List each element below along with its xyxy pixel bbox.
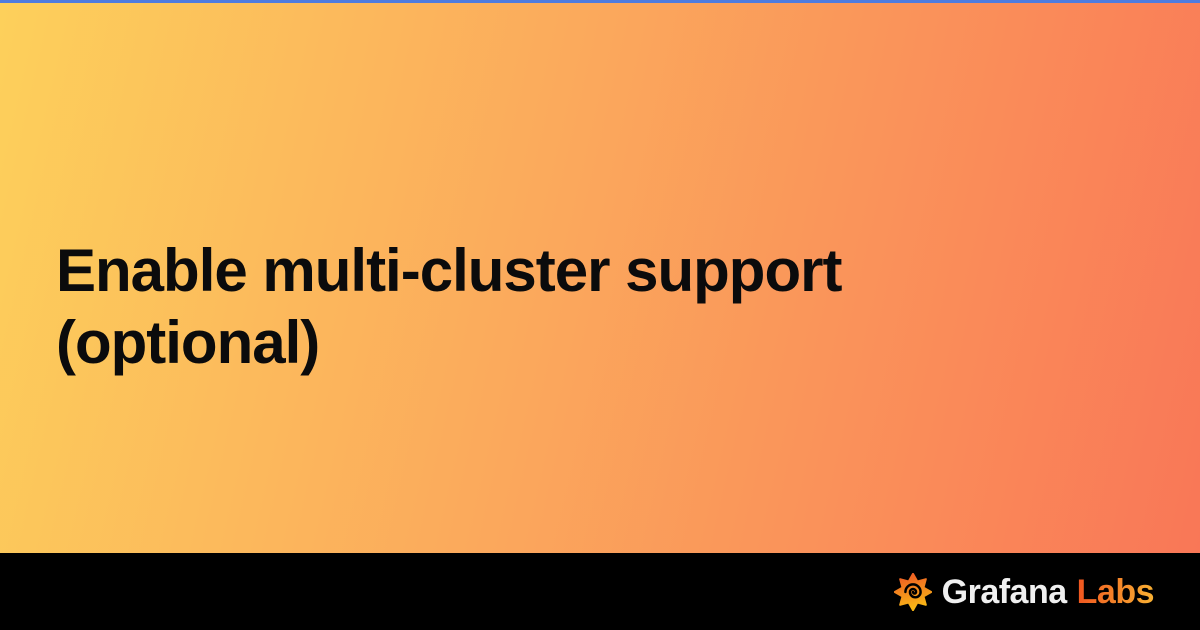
footer-bar: Grafana Labs xyxy=(0,553,1200,630)
grafana-labs-logo: Grafana Labs xyxy=(893,572,1155,611)
hero-area: Enable multi-cluster support (optional) xyxy=(0,3,1200,553)
brand-name-labs: Labs xyxy=(1076,572,1155,611)
grafana-flame-icon xyxy=(893,572,932,611)
page-title: Enable multi-cluster support (optional) xyxy=(56,235,842,379)
title-line-1: Enable multi-cluster support xyxy=(56,237,842,304)
brand-name-grafana: Grafana xyxy=(941,572,1068,611)
top-accent-bar xyxy=(0,0,1200,3)
title-line-2: (optional) xyxy=(56,309,320,376)
